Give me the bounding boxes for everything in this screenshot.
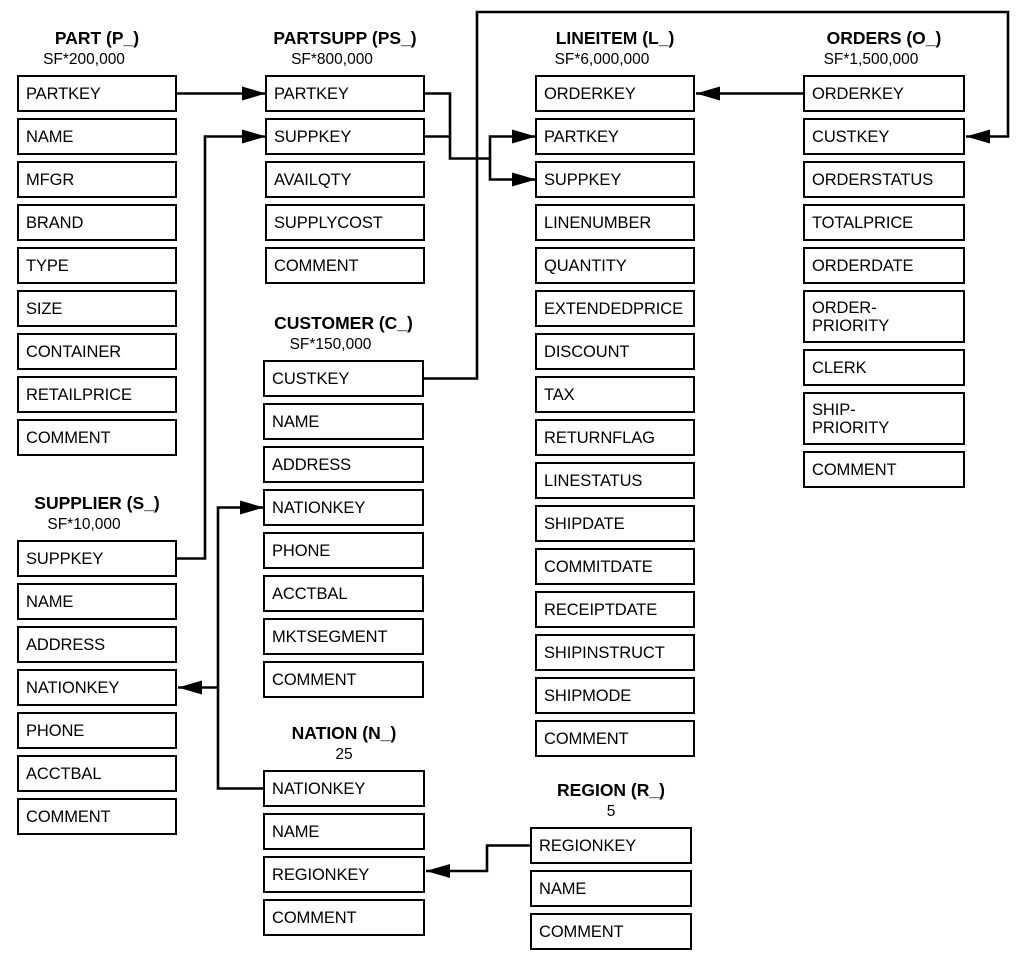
column-orderstatus: ORDERSTATUS <box>803 161 965 198</box>
customer-table-title: CUSTOMER (C_) <box>274 313 413 333</box>
column-returnflag: RETURNFLAG <box>535 419 695 456</box>
orders-table-title: ORDERS (O_) <box>826 28 942 48</box>
column-orderkey: ORDERKEY <box>803 75 965 112</box>
orders-table-cardinality: SF*1,500,000 <box>823 51 919 68</box>
column-name: NAME <box>17 118 177 155</box>
column-brand: BRAND <box>17 204 177 241</box>
column-mktsegment: MKTSEGMENT <box>263 618 424 655</box>
column-acctbal: ACCTBAL <box>263 575 424 612</box>
column-order-priority: ORDER- PRIORITY <box>803 290 965 343</box>
column-shipmode: SHIPMODE <box>535 677 695 714</box>
column-acctbal: ACCTBAL <box>17 755 177 792</box>
arrow-region-regionkey-to-nation-regionkey <box>426 844 530 878</box>
column-comment: COMMENT <box>265 247 425 284</box>
column-totalprice: TOTALPRICE <box>803 204 965 241</box>
column-retailprice: RETAILPRICE <box>17 376 177 413</box>
column-quantity: QUANTITY <box>535 247 695 284</box>
column-comment: COMMENT <box>535 720 695 757</box>
column-container: CONTAINER <box>17 333 177 370</box>
column-comment: COMMENT <box>263 661 424 698</box>
customer-table-cardinality: SF*150,000 <box>289 336 372 353</box>
column-name: NAME <box>17 583 177 620</box>
partsupp-table-cardinality: SF*800,000 <box>291 51 373 68</box>
column-partkey: PARTKEY <box>265 75 425 112</box>
column-clerk: CLERK <box>803 349 965 386</box>
column-suppkey: SUPPKEY <box>535 161 695 198</box>
column-comment: COMMENT <box>263 899 425 936</box>
column-comment: COMMENT <box>803 451 965 488</box>
column-linenumber: LINENUMBER <box>535 204 695 241</box>
column-discount: DISCOUNT <box>535 333 695 370</box>
column-address: ADDRESS <box>17 626 177 663</box>
region-table-cardinality: 5 <box>606 803 616 820</box>
column-address: ADDRESS <box>263 446 424 483</box>
column-name: NAME <box>530 870 692 907</box>
column-mfgr: MFGR <box>17 161 177 198</box>
arrow-partsupp-suppkey-to-lineitem-suppkey <box>488 158 536 187</box>
column-partkey: PARTKEY <box>17 75 177 112</box>
region-column-list: REGIONKEY NAME COMMENT <box>530 827 692 950</box>
part-table-cardinality: SF*200,000 <box>43 51 125 68</box>
supplier-table-title: SUPPLIER (S_) <box>34 493 160 513</box>
lineitem-column-list: ORDERKEY PARTKEY SUPPKEY LINENUMBER QUANTITY… <box>535 75 695 757</box>
column-extendedprice: EXTENDEDPRICE <box>535 290 695 327</box>
arrow-partsupp-partkey-to-lineitem-partkey <box>425 92 490 160</box>
column-regionkey: REGIONKEY <box>263 856 425 893</box>
column-shipinstruct: SHIPINSTRUCT <box>535 634 695 671</box>
part-table-title: PART (P_) <box>54 28 140 48</box>
column-orderkey: ORDERKEY <box>535 75 695 112</box>
column-regionkey: REGIONKEY <box>530 827 692 864</box>
column-ship-priority: SHIP- PRIORITY <box>803 392 965 445</box>
column-custkey: CUSTKEY <box>803 118 965 155</box>
column-phone: PHONE <box>263 532 424 569</box>
column-name: NAME <box>263 813 425 850</box>
column-comment: COMMENT <box>17 419 177 456</box>
column-shipdate: SHIPDATE <box>535 505 695 542</box>
column-nationkey: NATIONKEY <box>263 489 424 526</box>
column-receiptdate: RECEIPTDATE <box>535 591 695 628</box>
supplier-column-list: SUPPKEY NAME ADDRESS NATIONKEY PHONE ACCTBAL C… <box>17 540 177 835</box>
column-name: NAME <box>263 403 424 440</box>
column-type: TYPE <box>17 247 177 284</box>
nation-table-cardinality: 25 <box>335 746 353 763</box>
lineitem-table-cardinality: SF*6,000,000 <box>554 51 650 68</box>
column-phone: PHONE <box>17 712 177 749</box>
column-tax: TAX <box>535 376 695 413</box>
column-comment: COMMENT <box>530 913 692 950</box>
column-custkey: CUSTKEY <box>263 360 424 397</box>
lineitem-table-title: LINEITEM (L_) <box>555 28 675 48</box>
customer-column-list: CUSTKEY NAME ADDRESS NATIONKEY PHONE ACCTBAL M… <box>263 360 424 698</box>
supplier-table-cardinality: SF*10,000 <box>47 516 121 533</box>
orders-column-list: ORDERKEY CUSTKEY ORDERSTATUS TOTALPRICE ORDE… <box>803 75 965 488</box>
column-linestatus: LINESTATUS <box>535 462 695 499</box>
region-table-title: REGION (R_) <box>557 780 665 800</box>
nation-column-list: NATIONKEY NAME REGIONKEY COMMENT <box>263 770 425 936</box>
column-suppkey: SUPPKEY <box>265 118 425 155</box>
part-column-list: PARTKEY NAME MFGR BRAND TYPE SIZE CONTAINER RET… <box>17 75 177 456</box>
partsupp-column-list: PARTKEY SUPPKEY AVAILQTY SUPPLYCOST COMMENT <box>265 75 425 284</box>
column-suppkey: SUPPKEY <box>17 540 177 577</box>
column-size: SIZE <box>17 290 177 327</box>
column-comment: COMMENT <box>17 798 177 835</box>
column-availqty: AVAILQTY <box>265 161 425 198</box>
column-nationkey: NATIONKEY <box>263 770 425 807</box>
arrow-partsupp-partkey-to-lineitem-partkey <box>488 129 536 159</box>
column-supplycost: SUPPLYCOST <box>265 204 425 241</box>
arrow-nation-nationkey-to-customer-nationkey <box>216 500 264 790</box>
column-orderdate: ORDERDATE <box>803 247 965 284</box>
column-nationkey: NATIONKEY <box>17 669 177 706</box>
column-partkey: PARTKEY <box>535 118 695 155</box>
nation-table-title: NATION (N_) <box>291 723 397 743</box>
partsupp-table-title: PARTSUPP (PS_) <box>273 28 417 48</box>
column-commitdate: COMMITDATE <box>535 548 695 585</box>
